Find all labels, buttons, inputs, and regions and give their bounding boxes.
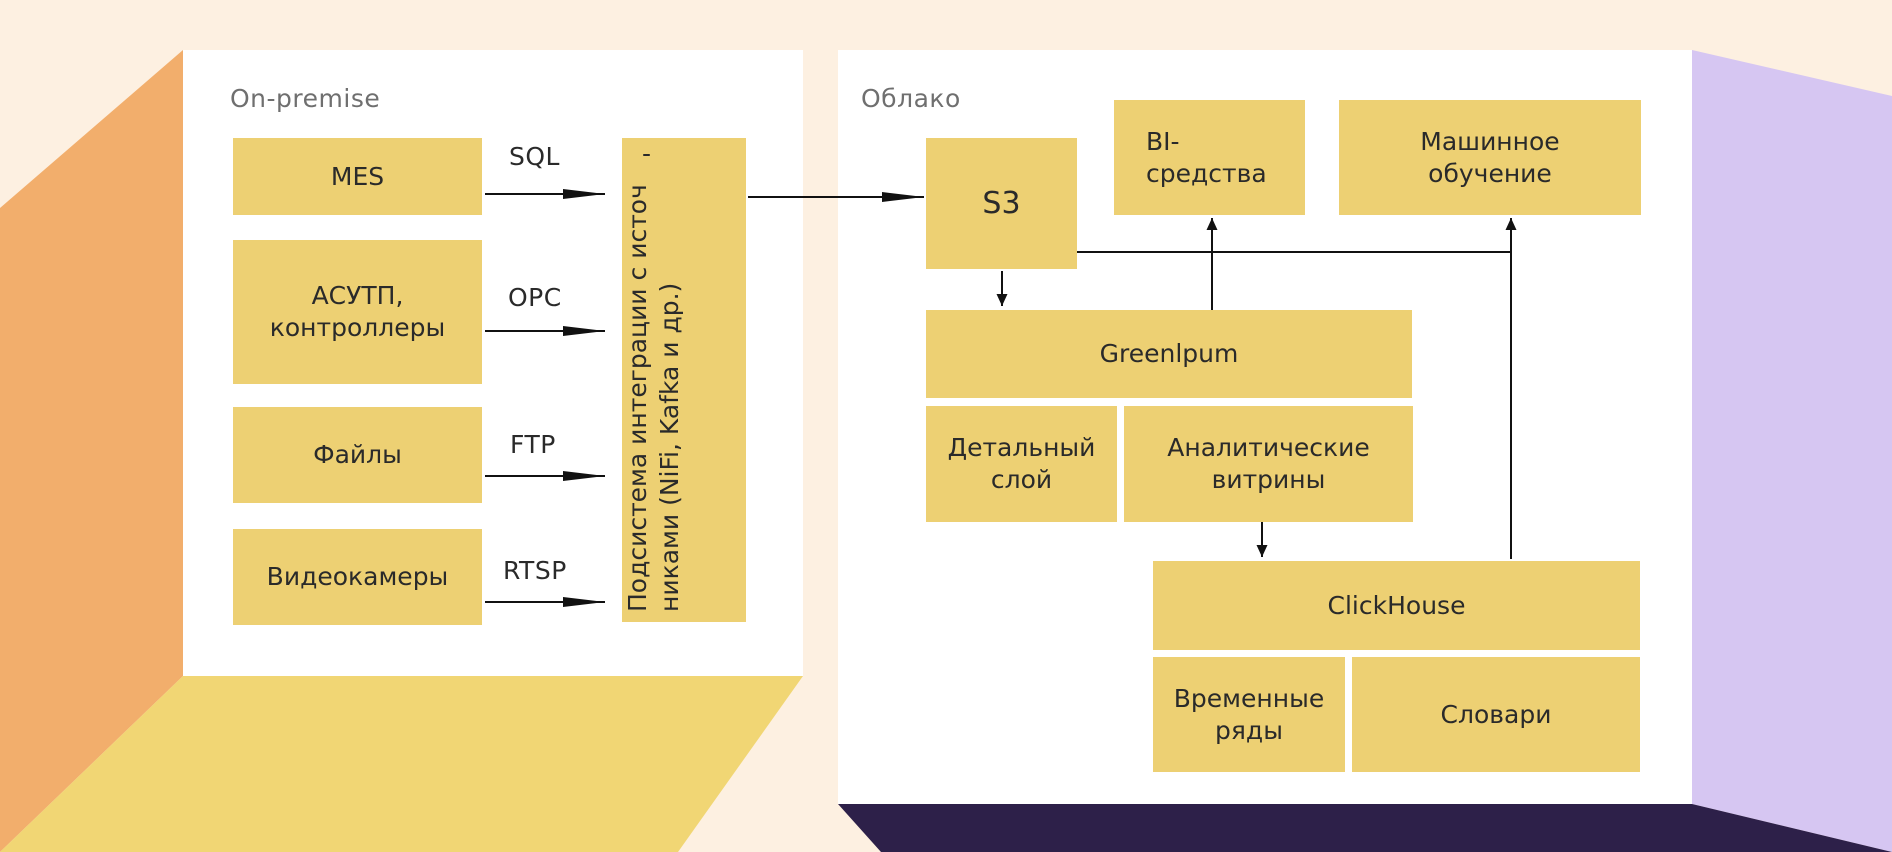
dictionaries-label: Словари [1440, 699, 1552, 729]
ml-label: Машинное обучение [1420, 126, 1560, 188]
source-files: Файлы [233, 407, 482, 503]
source-mes-label: MES [330, 161, 385, 191]
bi-label: BI- средства [1146, 126, 1267, 188]
source-mes: MES [233, 138, 482, 215]
integration-mark: - [642, 139, 652, 168]
clickhouse-label: ClickHouse [1327, 590, 1466, 620]
dictionaries-box: Словари [1352, 657, 1640, 772]
source-asutp-label: АСУТП, контроллеры [269, 281, 446, 342]
left-floor [0, 676, 803, 852]
analytics-marts-label: Аналитические витрины [1167, 433, 1370, 494]
source-cameras-label: Видеокамеры [266, 562, 449, 591]
greenplum-label: Greenlpum [1099, 339, 1239, 368]
left-wall [0, 50, 183, 852]
source-cameras: Видеокамеры [233, 529, 482, 625]
source-asutp: АСУТП, контроллеры [233, 240, 482, 384]
time-series-label: Временные ряды [1173, 683, 1325, 745]
greenplum-box: Greenlpum [926, 310, 1412, 398]
onprem-title: On-premise [230, 84, 381, 113]
bi-box: BI- средства [1114, 100, 1305, 215]
analytics-marts-box: Аналитические витрины [1124, 406, 1413, 522]
ml-box: Машинное обучение [1339, 100, 1641, 215]
protocol-ftp: FTP [510, 430, 556, 459]
protocol-sql: SQL [509, 142, 560, 171]
protocol-rtsp: RTSP [503, 556, 567, 585]
cloud-title: Облако [861, 84, 961, 113]
source-files-label: Файлы [313, 440, 402, 469]
s3-box: S3 [926, 138, 1077, 269]
protocol-opc: OPC [508, 283, 562, 312]
detail-layer-label: Детальный слой [947, 433, 1096, 494]
right-wall [1692, 50, 1892, 852]
s3-label: S3 [982, 185, 1021, 221]
right-floor [838, 804, 1892, 852]
clickhouse-box: ClickHouse [1153, 561, 1640, 650]
integration-subsystem: Подсистема интеграции с источ никами (Ni… [622, 138, 746, 622]
detail-layer-box: Детальный слой [926, 406, 1117, 522]
time-series-box: Временные ряды [1153, 657, 1345, 772]
